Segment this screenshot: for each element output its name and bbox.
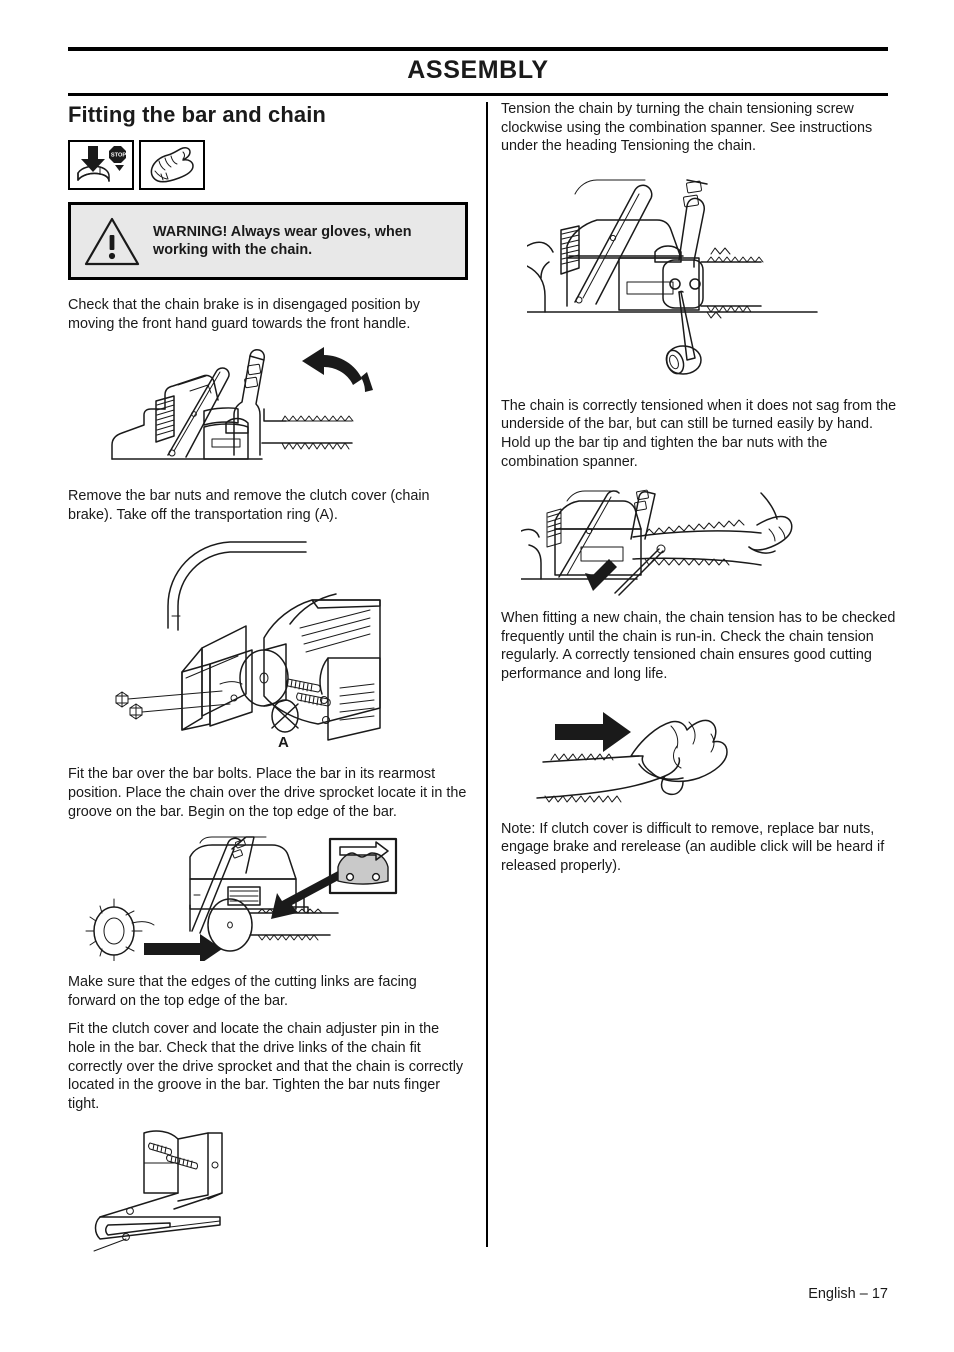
figure-clutch-cover-adjuster-pin [82, 1127, 352, 1252]
figure-callout-a: A [278, 734, 289, 752]
section-title: Fitting the bar and chain [68, 102, 326, 127]
svg-text:STOP: STOP [111, 153, 126, 159]
chapter-title: ASSEMBLY [407, 56, 549, 84]
figure-remove-clutch-cover: A [82, 538, 412, 753]
left-column: Fitting the bar and chain STOP [68, 100, 468, 1264]
paragraph-new-chain-runin: When fitting a new chain, the chain tens… [501, 610, 896, 682]
pictogram-row: STOP [68, 140, 468, 190]
figure-chain-brake-disengage [82, 347, 382, 475]
paragraph-remove-bar-nuts: Remove the bar nuts and remove the clutc… [68, 488, 430, 523]
stop-switch-icon: STOP [68, 140, 134, 190]
column-divider [486, 102, 488, 1247]
paragraph-correct-tension: The chain is correctly tensioned when it… [501, 397, 897, 470]
paragraph-check-chain-brake: Check that the chain brake is in disenga… [68, 297, 420, 332]
header-rule-bottom [68, 93, 888, 96]
page-footer: English – 17 [808, 1286, 888, 1302]
warning-triangle-icon [84, 217, 140, 266]
glove-icon [139, 140, 205, 190]
paragraph-tension-chain: Tension the chain by turning the chain t… [501, 101, 873, 155]
figure-tensioning-screw [527, 170, 827, 385]
paragraph-fit-clutch-cover: Fit the clutch cover and locate the chai… [68, 1021, 464, 1112]
paragraph-fit-bar: Fit the bar over the bar bolts. Place th… [68, 766, 467, 820]
figure-tighten-bar-nuts [521, 485, 821, 597]
header-rule-top [68, 47, 888, 51]
figure-check-chain-sag [521, 698, 811, 808]
warning-box: WARNING! Always wear gloves, when workin… [68, 202, 468, 280]
right-column: Tension the chain by turning the chain t… [501, 100, 901, 889]
warning-text: WARNING! Always wear gloves, when workin… [153, 223, 412, 258]
paragraph-cutting-link-direction: Make sure that the edges of the cutting … [68, 974, 417, 1009]
figure-fit-bar-and-chain [82, 835, 402, 962]
paragraph-note-clutch-cover: Note: If clutch cover is difficult to re… [501, 820, 885, 874]
